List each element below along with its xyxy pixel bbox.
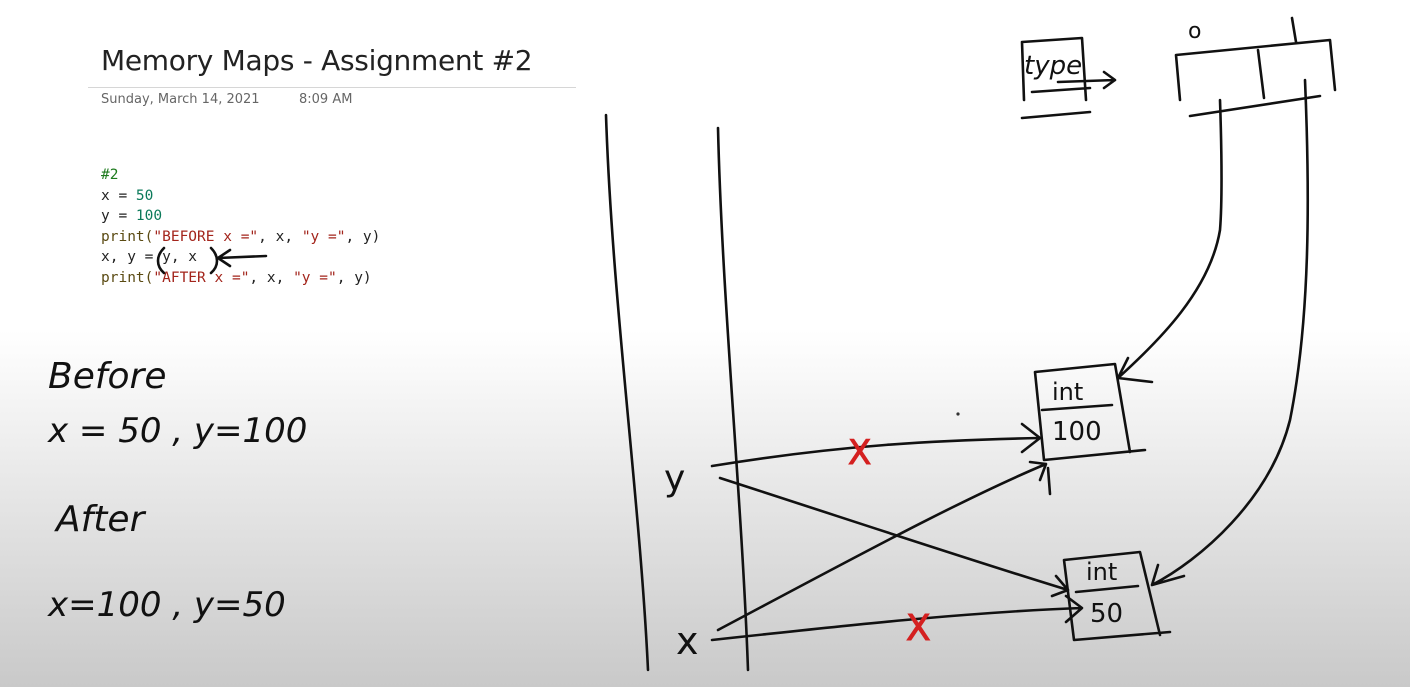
- type-object-box: [1174, 16, 1337, 118]
- code-token-string: "AFTER x =": [153, 269, 250, 286]
- paren-ink: [156, 246, 166, 275]
- code-line-print-before: print("BEFORE x =", x, "y =", y): [101, 227, 380, 248]
- code-token-number: 100: [135, 208, 163, 224]
- code-token-var: x =: [101, 187, 136, 204]
- code-token-args: , y): [336, 269, 372, 286]
- x-old-reference: [710, 594, 1084, 642]
- code-line-print-after: print("AFTER x =", x, "y =", y): [101, 268, 380, 289]
- strike-mark-x-old: X: [906, 608, 931, 649]
- y-old-reference: [710, 422, 1042, 468]
- int-object-100-box: [1033, 362, 1147, 496]
- after-values: x=100 , y=50: [47, 585, 286, 625]
- int-object-100-value: 100: [1052, 417, 1102, 447]
- code-line-assign-y: y = 100: [101, 206, 380, 227]
- int-object-50-type: int: [1086, 558, 1117, 586]
- code-token-string: "BEFORE x =": [153, 228, 259, 245]
- page-time: 8:09 AM: [299, 92, 353, 107]
- code-block[interactable]: #2 x = 50 y = 100 print("BEFORE x =", x,…: [101, 165, 380, 288]
- stray-dot: [956, 412, 960, 416]
- int-object-50-box: [1062, 550, 1172, 642]
- code-line-assign-x: x = 50: [101, 186, 380, 207]
- arrow-to-swap-line: [216, 248, 268, 268]
- page-date: Sunday, March 14, 2021: [101, 92, 260, 107]
- code-token-string: "y =": [293, 269, 337, 286]
- int-object-100-type: int: [1052, 378, 1083, 406]
- code-token-func: print(: [101, 228, 154, 245]
- paren-ink: [209, 246, 219, 275]
- x-new-reference: [716, 460, 1048, 632]
- type-box-outline: [1020, 36, 1092, 120]
- type-pointer-to-int-50: [1150, 78, 1310, 587]
- type-pointer-to-int-100: [1116, 98, 1223, 384]
- type-arrow: [1056, 70, 1117, 90]
- code-token-string: "y =": [301, 228, 346, 245]
- code-token-args: , y): [345, 228, 381, 245]
- int-object-50-value: 50: [1090, 599, 1123, 629]
- frame-left-line: [604, 113, 650, 672]
- code-token-func: print(: [101, 269, 154, 286]
- y-new-reference: [718, 476, 1070, 598]
- code-token-number: 50: [135, 187, 154, 204]
- var-y-label: y: [664, 458, 685, 499]
- after-heading: After: [54, 499, 147, 540]
- code-token-var: y =: [101, 208, 136, 224]
- before-values: x = 50 , y=100: [47, 411, 307, 451]
- strike-mark-y-old: X: [848, 433, 871, 473]
- page-title: Memory Maps - Assignment #2: [101, 44, 533, 77]
- type-box-label: type: [1024, 51, 1082, 81]
- code-token-args: , x,: [258, 228, 302, 245]
- title-divider: [88, 87, 576, 88]
- code-line-swap: x, y = y, x: [101, 249, 198, 265]
- code-token-args: , x,: [249, 269, 294, 286]
- code-line-comment: #2: [101, 167, 119, 183]
- var-x-label: x: [676, 619, 699, 663]
- before-heading: Before: [48, 356, 167, 397]
- frame-mid-line: [716, 126, 750, 672]
- type-object-zero: o: [1188, 19, 1201, 44]
